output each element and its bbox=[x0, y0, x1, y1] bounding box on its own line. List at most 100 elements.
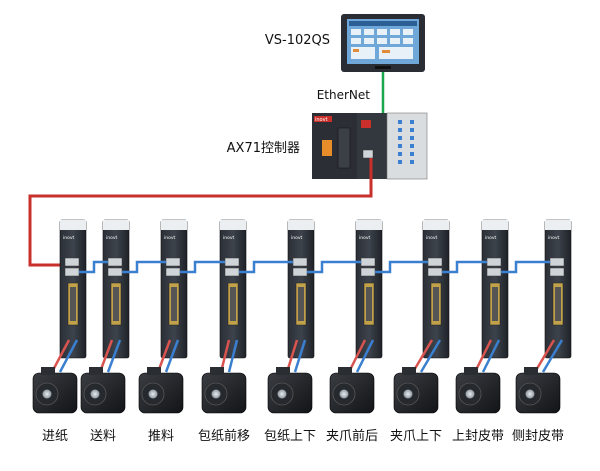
drive-brand: inovt bbox=[291, 235, 303, 241]
motor-connector bbox=[524, 367, 538, 375]
motor-shaft bbox=[42, 389, 52, 399]
motor-connector bbox=[147, 367, 161, 375]
drive-top-cap bbox=[103, 220, 129, 230]
axis-label: 送料 bbox=[90, 429, 116, 444]
drive-io-pins bbox=[433, 287, 439, 321]
drive-top-cap bbox=[161, 220, 187, 230]
drive-top-cap bbox=[482, 220, 508, 230]
drive-link-cable bbox=[442, 260, 487, 274]
servo-motor bbox=[515, 367, 561, 414]
drive-link-cable bbox=[501, 260, 550, 274]
drive-port-in bbox=[360, 257, 376, 267]
servo-motor-row bbox=[32, 367, 561, 414]
motor-encoder-cable bbox=[227, 339, 239, 373]
motor-shaft bbox=[211, 389, 221, 399]
motor-power-cable bbox=[219, 339, 231, 373]
drive-brand: inovt bbox=[164, 235, 176, 241]
motor-connector bbox=[210, 367, 224, 375]
drive-brand: inovt bbox=[359, 235, 371, 241]
servo-drive: inovt bbox=[481, 219, 509, 359]
drive-port-out bbox=[486, 267, 502, 277]
drive-port-in bbox=[107, 257, 123, 267]
motor-connector bbox=[41, 367, 55, 375]
drive-port-out bbox=[165, 267, 181, 277]
servo-motor bbox=[393, 367, 439, 414]
drive-port-out bbox=[107, 267, 123, 277]
drive-link-cable bbox=[239, 260, 293, 274]
motor-power-cable bbox=[533, 339, 556, 373]
servo-drive: inovt bbox=[422, 219, 450, 359]
drive-top-cap bbox=[356, 220, 382, 230]
drive-top-cap bbox=[423, 220, 449, 230]
drive-io-pins bbox=[492, 287, 498, 321]
motor-encoder-cable bbox=[293, 339, 307, 373]
servo-motor bbox=[138, 367, 184, 414]
drive-io-pins bbox=[366, 287, 372, 321]
drive-io-pins bbox=[113, 287, 119, 321]
axis-label: 上封皮带 bbox=[452, 429, 504, 444]
drive-top-cap bbox=[288, 220, 314, 230]
axis-label: 包纸前移 bbox=[198, 428, 250, 444]
drive-port-in bbox=[165, 257, 181, 267]
drive-port-in bbox=[224, 257, 240, 267]
drive-io-pins bbox=[298, 287, 304, 321]
drive-port-in bbox=[292, 257, 308, 267]
controller-brand: inovt bbox=[315, 117, 328, 123]
motor-power-cable bbox=[347, 339, 367, 373]
axis-label: 包纸上下 bbox=[264, 429, 316, 444]
motor-encoder-cable bbox=[419, 339, 442, 373]
motor-encoder-cable bbox=[58, 339, 79, 373]
drive-link-cable bbox=[122, 260, 166, 274]
axis-label: 推料 bbox=[148, 429, 174, 444]
servo-motor bbox=[80, 367, 126, 414]
drive-port-out bbox=[292, 267, 308, 277]
servo-motor bbox=[201, 367, 247, 414]
motor-power-cable bbox=[411, 339, 434, 373]
servo-motor bbox=[455, 367, 501, 414]
motor-shaft bbox=[525, 389, 535, 399]
ax71-controller: inovt bbox=[312, 112, 428, 180]
drive-port-in bbox=[549, 257, 565, 267]
motor-power-cable bbox=[473, 339, 493, 373]
ethernet-label: EtherNet bbox=[317, 88, 371, 102]
motor-shaft bbox=[148, 389, 158, 399]
drive-brand: inovt bbox=[63, 235, 75, 241]
drive-link-cable bbox=[307, 260, 361, 274]
motor-shaft bbox=[403, 389, 413, 399]
drive-top-cap bbox=[545, 220, 571, 230]
motor-connector bbox=[464, 367, 478, 375]
motor-shaft bbox=[339, 389, 349, 399]
motor-power-cable bbox=[156, 339, 172, 373]
motor-power-cable bbox=[50, 339, 71, 373]
axis-label-row: 进纸送料推料包纸前移包纸上下夹爪前后夹爪上下上封皮带侧封皮带 bbox=[42, 428, 564, 444]
motor-connector bbox=[402, 367, 416, 375]
drive-link-cable bbox=[79, 260, 108, 274]
servo-motor bbox=[32, 367, 78, 414]
drive-link-cable bbox=[375, 260, 428, 274]
drive-port-out bbox=[64, 267, 80, 277]
drive-link-cable bbox=[180, 260, 225, 274]
drive-io-pins bbox=[230, 287, 236, 321]
motor-encoder-cable bbox=[541, 339, 564, 373]
drive-brand: inovt bbox=[426, 235, 438, 241]
axis-label: 夹爪前后 bbox=[326, 428, 378, 444]
servo-drive: inovt bbox=[59, 219, 87, 359]
drive-top-cap bbox=[60, 220, 86, 230]
hmi-label: VS-102QS bbox=[265, 33, 330, 48]
drive-daisy-chain bbox=[50, 260, 564, 373]
drive-port-out bbox=[224, 267, 240, 277]
motor-connector bbox=[276, 367, 290, 375]
motor-encoder-cable bbox=[355, 339, 375, 373]
motor-power-cable bbox=[98, 339, 114, 373]
drive-top-cap bbox=[220, 220, 246, 230]
motor-encoder-cable bbox=[164, 339, 180, 373]
servo-drive: inovt bbox=[102, 219, 130, 359]
motor-shaft bbox=[465, 389, 475, 399]
drive-port-in bbox=[486, 257, 502, 267]
drive-io-pins bbox=[555, 287, 561, 321]
axis-label: 进纸 bbox=[42, 429, 68, 444]
drive-port-out bbox=[360, 267, 376, 277]
